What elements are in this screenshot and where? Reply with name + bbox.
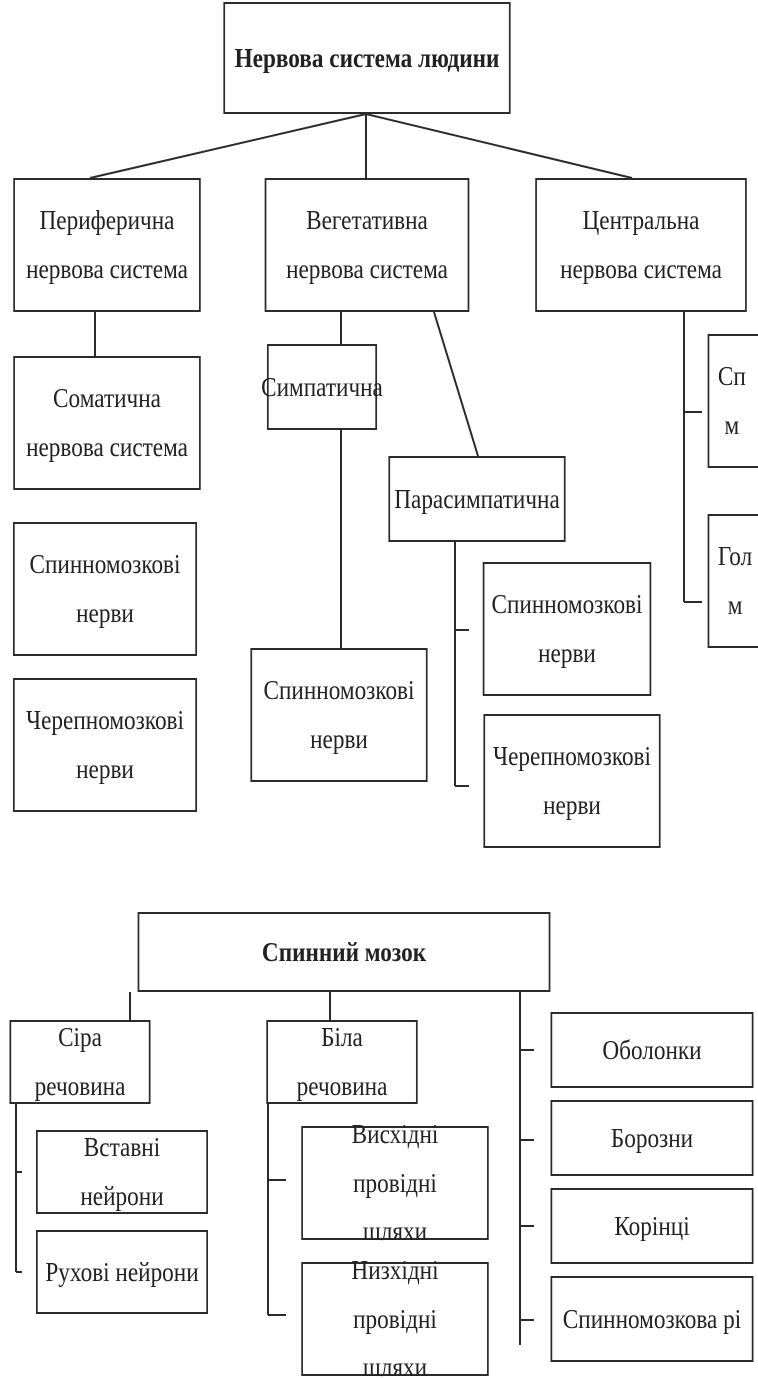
connector-line [365,113,633,179]
root-node-nervous-system: Нервова система людини [223,2,511,114]
node-sympathetic: Симпатична [261,344,383,430]
node-central-nervous-system: Центральна нервова система [535,178,747,312]
node-peripheral-nervous-system: Периферична нервова система [13,178,201,312]
node-label: Спинний мозок [261,936,427,967]
node-label: Соматична нервова система [26,383,188,462]
node-label: Борозни [610,1122,694,1153]
node-label: Черепномозкові нерви [493,741,651,820]
node-spinal-nerves: Спинномозкові нерви [250,648,428,782]
node-label: Низхідні провідні шляхи [351,1255,439,1378]
node-gray-matter: Сіра речовина [9,1020,151,1104]
node-spinal-nerves: Спинномозкові нерви [12,522,198,656]
node-vegetative-nervous-system: Вегетативна нервова система [264,178,470,312]
node-label: Спинномозкові нерви [263,675,415,754]
node-white-matter: Біла речовина [266,1020,418,1104]
node-label: Оболонки [602,1034,702,1065]
node-spinal-cord-clipped: Сп м [707,334,758,468]
node-descending-tracts: Низхідні провідні шляхи [301,1255,489,1378]
node-motor-neurons: Рухові нейрони [36,1230,208,1314]
node-label: Вставні нейрони [80,1132,164,1211]
node-cranial-nerves: Черепномозкові нерви [12,678,198,812]
node-label: Вегетативна нервова система [286,205,448,284]
node-label: Гол м [717,541,753,620]
node-label: Нервова система людини [234,42,500,73]
node-cranial-nerves: Черепномозкові нерви [483,714,661,848]
node-label: Біла речовина [296,1022,388,1101]
node-ascending-tracts: Висхідні провідні шляхи [301,1119,489,1246]
node-label: Симпатична [261,371,383,402]
node-spinal-nerves: Спинномозкові нерви [482,562,652,696]
node-label: Спинномозкова рі [562,1303,742,1334]
node-parasympathetic: Парасимпатична [388,456,566,542]
node-meninges: Оболонки [550,1012,754,1088]
node-label: Сіра речовина [34,1022,126,1101]
connector-line [89,113,367,179]
root-node-spinal-cord: Спинний мозок [137,912,551,992]
node-label: Парасимпатична [394,483,560,514]
node-interneurons: Вставні нейрони [36,1130,208,1214]
node-label: Спинномозкові нерви [491,589,643,668]
node-label: Сп м [717,361,746,440]
node-brain-clipped: Гол м [707,514,758,648]
node-furrows: Борозни [550,1100,754,1176]
connector-line [433,311,479,457]
node-label: Спинномозкові нерви [29,549,181,628]
node-label: Корінці [614,1210,690,1241]
node-label: Висхідні провідні шляхи [351,1119,439,1247]
node-label: Периферична нервова система [26,205,188,284]
node-label: Центральна нервова система [560,205,722,284]
node-label: Черепномозкові нерви [26,705,184,784]
node-spinal-segment: Спинномозкова рі [550,1276,754,1362]
node-label: Рухові нейрони [45,1256,199,1287]
node-roots: Корінці [550,1188,754,1264]
node-somatic-nervous-system: Соматична нервова система [13,356,201,490]
